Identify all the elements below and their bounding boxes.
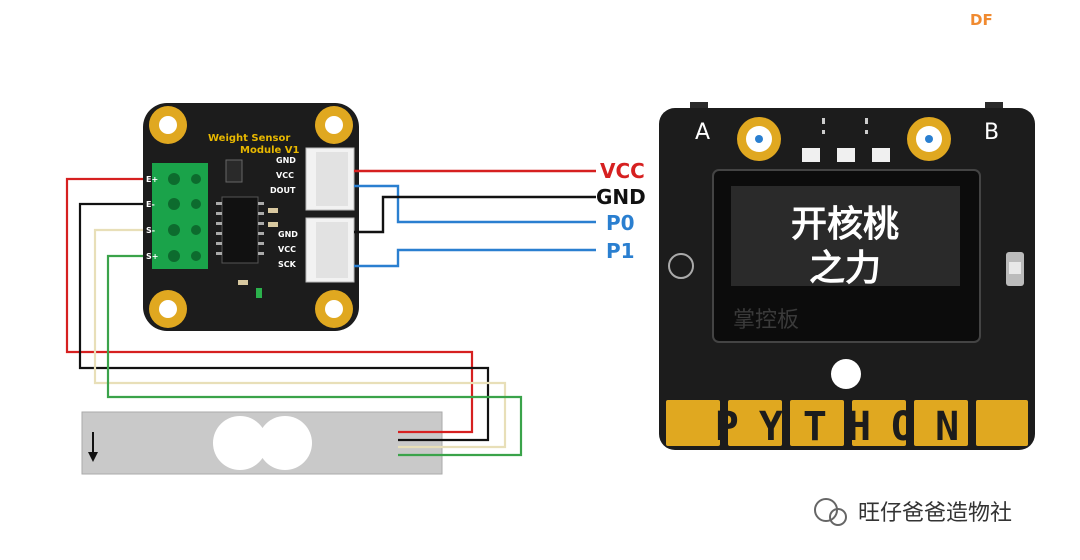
terminal-label-e-minus: E- [146, 200, 155, 209]
button-b-label: B [984, 120, 999, 145]
rgb-led-1 [802, 148, 820, 162]
terminal-screw [191, 225, 201, 235]
oled-screen [731, 186, 960, 286]
wire-green [106, 254, 523, 457]
python-edge-text: PYTHON [715, 404, 980, 450]
button-a-label: A [695, 120, 710, 145]
pin-label-dout: DOUT [270, 186, 296, 195]
load-cell-hole-right [258, 416, 312, 470]
rgb-led-2 [837, 148, 855, 162]
hx711-chip [221, 196, 259, 264]
terminal-label-s-plus: S+ [146, 252, 158, 261]
watermark: 旺仔爸爸造物社 [814, 498, 1012, 526]
pin-label-gnd-bottom: GND [278, 230, 298, 239]
weight-sensor-module: Weight Sensor Module V1 E+ E- S- S+ [143, 103, 359, 331]
wire-gnd [354, 195, 596, 234]
oled-text-line2: 之力 [809, 247, 881, 289]
wire-white [93, 228, 507, 449]
rgb-led-3 [872, 148, 890, 162]
force-arrow-head [88, 452, 98, 462]
oled-text-line1: 开核桃 [791, 203, 899, 245]
edge-connector [666, 400, 1028, 446]
signal-wires [354, 169, 596, 268]
wire-black [78, 202, 490, 442]
terminal-screw [191, 174, 201, 184]
microphone [831, 359, 861, 389]
terminal-screw [191, 199, 201, 209]
corner-logo: DF [970, 11, 993, 29]
label-gnd: GND [596, 185, 646, 209]
pin-label-sck: SCK [278, 260, 297, 269]
regulator [225, 159, 243, 183]
module-title-line1: Weight Sensor [208, 133, 290, 144]
label-p0: P0 [606, 211, 635, 235]
terminal-label-e-plus: E+ [146, 175, 158, 184]
terminal-screw [168, 173, 180, 185]
power-led [256, 288, 262, 298]
oled-logo-text: 掌控板 [733, 308, 799, 333]
module-title-line2: Module V1 [240, 145, 300, 156]
wire-p1 [354, 248, 596, 268]
label-p1: P1 [606, 239, 635, 263]
terminal-screw [168, 198, 180, 210]
wire-p0 [354, 184, 596, 224]
load-cell-hole-left [213, 416, 267, 470]
label-vcc: VCC [600, 159, 645, 183]
load-cell [81, 411, 443, 475]
load-cell-wires [65, 177, 523, 457]
terminal-screw [191, 251, 201, 261]
reset-hole [668, 253, 694, 279]
terminal-screw [168, 250, 180, 262]
pin-label-vcc-top: VCC [276, 171, 294, 180]
mpython-board: A B 开核桃 之力 掌控板 PY [659, 102, 1035, 450]
pin-label-vcc-bottom: VCC [278, 245, 296, 254]
watermark-text: 旺仔爸爸造物社 [858, 501, 1012, 526]
wire-red [65, 177, 474, 434]
terminal-label-s-minus: S- [146, 226, 155, 235]
terminal-screw [168, 224, 180, 236]
pin-label-gnd-top: GND [276, 156, 296, 165]
